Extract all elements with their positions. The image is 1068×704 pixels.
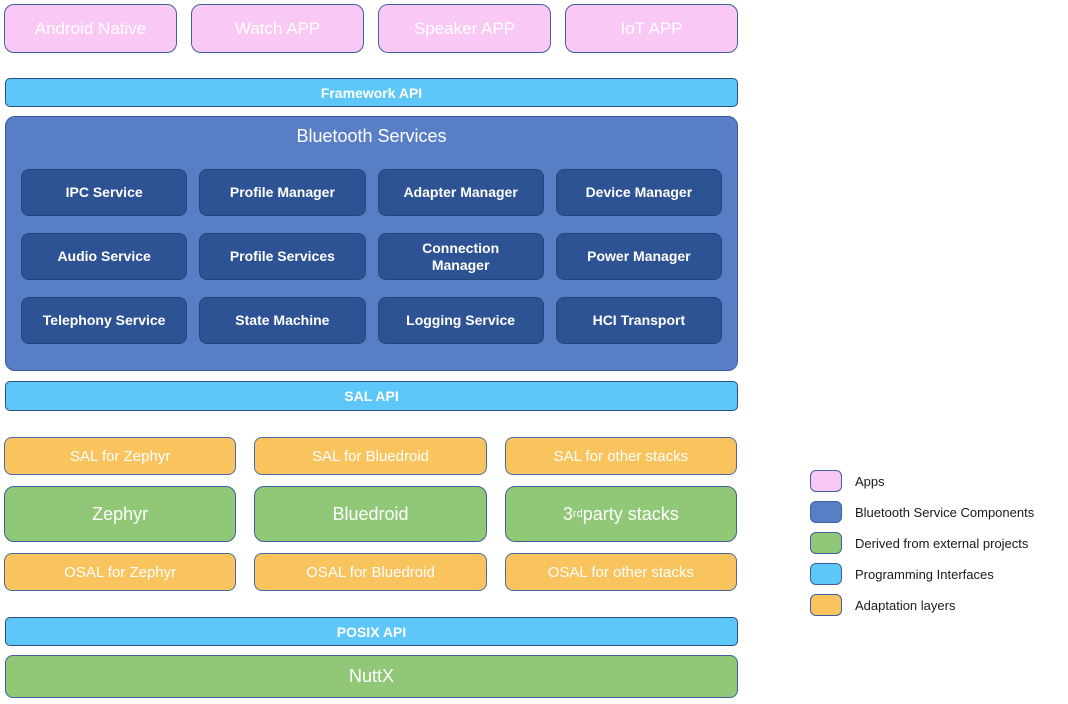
- legend-swatch-bluetooth-service-components: [810, 501, 842, 523]
- component-label: HCI Transport: [592, 312, 686, 329]
- legend-swatch-apps: [810, 470, 842, 492]
- component-label: Connection Manager: [422, 239, 500, 273]
- component-ipc-service: IPC Service: [21, 169, 188, 216]
- framework-api-bar: Framework API: [5, 78, 738, 107]
- legend-label-derived-from-external-projects: Derived from external projects: [855, 535, 1029, 551]
- component-label: Profile Manager: [229, 184, 335, 201]
- osal-for-zephyr-box: OSAL for Zephyr: [4, 553, 237, 591]
- legend: Apps Bluetooth Service Components Derive…: [810, 470, 1034, 625]
- sal-for-other-stacks-box: SAL for other stacks: [504, 437, 737, 475]
- component-label: Power Manager: [587, 248, 691, 265]
- component-label: Adapter Manager: [403, 184, 518, 201]
- sal-for-zephyr-box: SAL for Zephyr: [4, 437, 237, 475]
- stack-label-suffix: party stacks: [582, 503, 679, 524]
- component-device-manager: Device Manager: [555, 169, 722, 216]
- legend-swatch-derived-from-external-projects: [810, 532, 842, 554]
- legend-label-apps: Apps: [855, 473, 885, 489]
- component-audio-service: Audio Service: [21, 233, 188, 280]
- component-label: State Machine: [235, 312, 330, 329]
- stack-label: 3: [562, 503, 573, 524]
- component-label: Device Manager: [585, 184, 693, 201]
- bluetooth-services-grid: IPC Service Profile Manager Adapter Mana…: [21, 169, 722, 344]
- component-hci-transport: HCI Transport: [555, 297, 722, 344]
- component-state-machine: State Machine: [199, 297, 366, 344]
- component-label: IPC Service: [65, 184, 143, 201]
- legend-swatch-adaptation-layers: [810, 594, 842, 616]
- external-stacks-section: SAL for Zephyr SAL for Bluedroid SAL for…: [4, 437, 737, 591]
- component-logging-service: Logging Service: [377, 297, 544, 344]
- app-box-android-native: Android Native: [4, 4, 177, 53]
- sal-for-bluedroid-box: SAL for Bluedroid: [254, 437, 487, 475]
- osal-for-other-stacks-box: OSAL for other stacks: [504, 553, 737, 591]
- app-box-speaker-app: Speaker APP: [378, 4, 551, 53]
- sal-api-bar: SAL API: [5, 381, 738, 411]
- posix-api-bar: POSIX API: [5, 617, 738, 646]
- bluetooth-services-title: Bluetooth Services: [296, 126, 447, 146]
- bluedroid-box: Bluedroid: [254, 486, 487, 542]
- legend-label-bluetooth-service-components: Bluetooth Service Components: [855, 504, 1035, 520]
- component-label: Profile Services: [229, 248, 335, 265]
- stack-label: Zephyr: [92, 503, 149, 524]
- component-label: Telephony Service: [42, 312, 166, 329]
- nuttx-bar: NuttX: [5, 655, 738, 698]
- legend-swatch-programming-interfaces: [810, 563, 842, 585]
- zephyr-box: Zephyr: [4, 486, 237, 542]
- osal-for-bluedroid-box: OSAL for Bluedroid: [254, 553, 487, 591]
- legend-row-bluetooth-service-components: Bluetooth Service Components: [810, 501, 1034, 523]
- legend-row-programming-interfaces: Programming Interfaces: [810, 563, 1034, 585]
- legend-row-adaptation-layers: Adaptation layers: [810, 594, 1034, 616]
- component-label: Logging Service: [406, 312, 516, 329]
- app-box-iot-app: IoT APP: [565, 4, 738, 53]
- component-label: Audio Service: [57, 248, 151, 265]
- legend-row-derived-from-external-projects: Derived from external projects: [810, 532, 1034, 554]
- component-connection-manager: Connection Manager: [377, 233, 544, 280]
- bluetooth-services-container: Bluetooth Services IPC Service Profile M…: [5, 116, 738, 371]
- legend-label-adaptation-layers: Adaptation layers: [855, 597, 956, 613]
- legend-label-programming-interfaces: Programming Interfaces: [855, 566, 994, 582]
- stack-label: Bluedroid: [332, 503, 409, 524]
- legend-row-apps: Apps: [810, 470, 1034, 492]
- app-box-watch-app: Watch APP: [191, 4, 364, 53]
- component-profile-services: Profile Services: [199, 233, 366, 280]
- apps-row: Android Native Watch APP Speaker APP IoT…: [4, 4, 738, 53]
- component-profile-manager: Profile Manager: [199, 169, 366, 216]
- component-power-manager: Power Manager: [555, 233, 722, 280]
- component-adapter-manager: Adapter Manager: [377, 169, 544, 216]
- component-telephony-service: Telephony Service: [21, 297, 188, 344]
